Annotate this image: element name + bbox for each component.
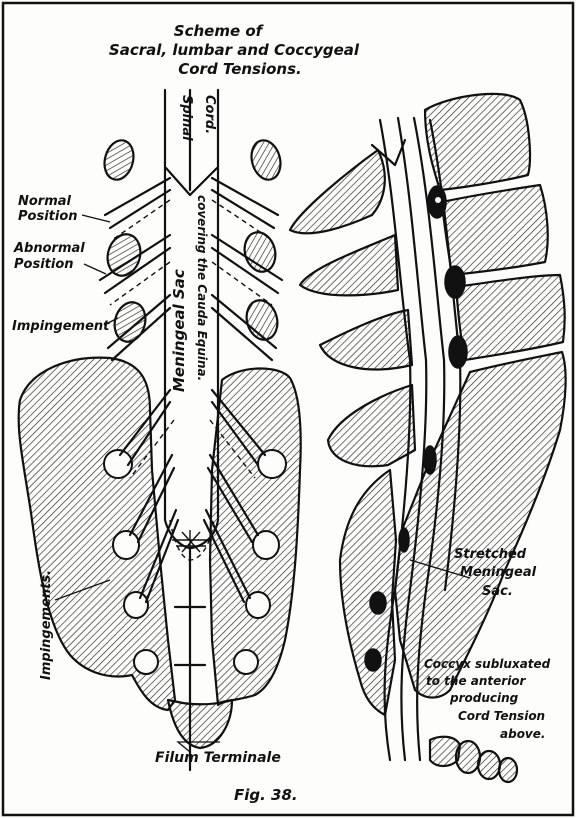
coccyx-label-1: Coccyx subluxated <box>424 657 551 671</box>
ganglion-2 <box>445 266 465 298</box>
normal-position-label-2: Position <box>18 209 78 224</box>
process-left-3 <box>110 299 149 345</box>
title-line-2: Sacral, lumbar and Coccygeal <box>109 41 360 59</box>
process-left-1 <box>100 137 137 183</box>
vertebral-body-1 <box>425 94 530 190</box>
arch-3 <box>320 310 412 369</box>
posterior-view: Spinal Cord. Meningeal Sac covering the … <box>12 90 301 770</box>
impingement-label: Impingement <box>12 319 110 334</box>
stretched-label-2: Meningeal <box>460 565 537 580</box>
ganglion-3 <box>449 336 467 368</box>
ganglion-5 <box>399 528 409 552</box>
stretched-label-1: Stretched <box>454 547 527 562</box>
lateral-view: Stretched Meningeal Sac. Coccyx subluxat… <box>290 94 566 782</box>
title-line-3: Cord Tensions. <box>178 60 302 78</box>
cauda-equina-label: covering the Cauda Equina. <box>195 195 209 381</box>
figure-caption: Fig. 38. <box>234 786 298 804</box>
cord-label: Cord. <box>202 95 217 134</box>
coccyx-segment-4 <box>499 758 517 782</box>
sacrum-posterior-plate <box>340 470 396 715</box>
arch-2 <box>300 235 398 295</box>
coccyx-label-4: Cord Tension <box>458 709 545 723</box>
coccyx-label-2: to the anterior <box>426 674 527 688</box>
stretched-label-3: Sac. <box>482 584 513 599</box>
spinal-label: Spinal <box>179 95 194 141</box>
normal-position-leader <box>82 215 110 222</box>
filum-terminale-label: Filum Terminale <box>155 750 281 766</box>
foramen-left-4 <box>134 650 158 674</box>
foramen-left-2 <box>113 531 139 559</box>
cord-chevron <box>166 168 217 195</box>
vertebral-body-2 <box>442 185 548 275</box>
ganglion-4 <box>424 446 436 474</box>
foramen-right-4 <box>234 650 258 674</box>
foramen-left-3 <box>124 592 148 618</box>
abnormal-position-label-2: Position <box>14 257 74 272</box>
process-right-2 <box>240 229 279 275</box>
ganglion-6 <box>370 592 386 614</box>
ganglion-1-dot <box>435 197 441 203</box>
vertebral-body-3 <box>456 275 565 360</box>
abnormal-position-label: Abnormal <box>13 241 85 256</box>
coccyx-label-3: producing <box>449 691 519 705</box>
arch-1 <box>290 150 385 233</box>
coccyx-segment-2 <box>456 741 480 773</box>
coccyx-posterior <box>168 700 232 748</box>
meningeal-sac-label: Meningeal Sac <box>170 269 188 392</box>
ganglion-7 <box>365 649 381 671</box>
foramen-right-1 <box>258 450 286 478</box>
title-line-1: Scheme of <box>174 22 265 40</box>
abnormal-position-leader <box>84 264 106 274</box>
coccyx-segment-3 <box>478 751 500 779</box>
arch-4 <box>328 385 415 466</box>
process-right-1 <box>247 137 284 183</box>
impingements-label: Impingements. <box>39 570 54 680</box>
coccyx-label-5: above. <box>500 727 545 741</box>
normal-position-label: Normal <box>18 194 72 209</box>
